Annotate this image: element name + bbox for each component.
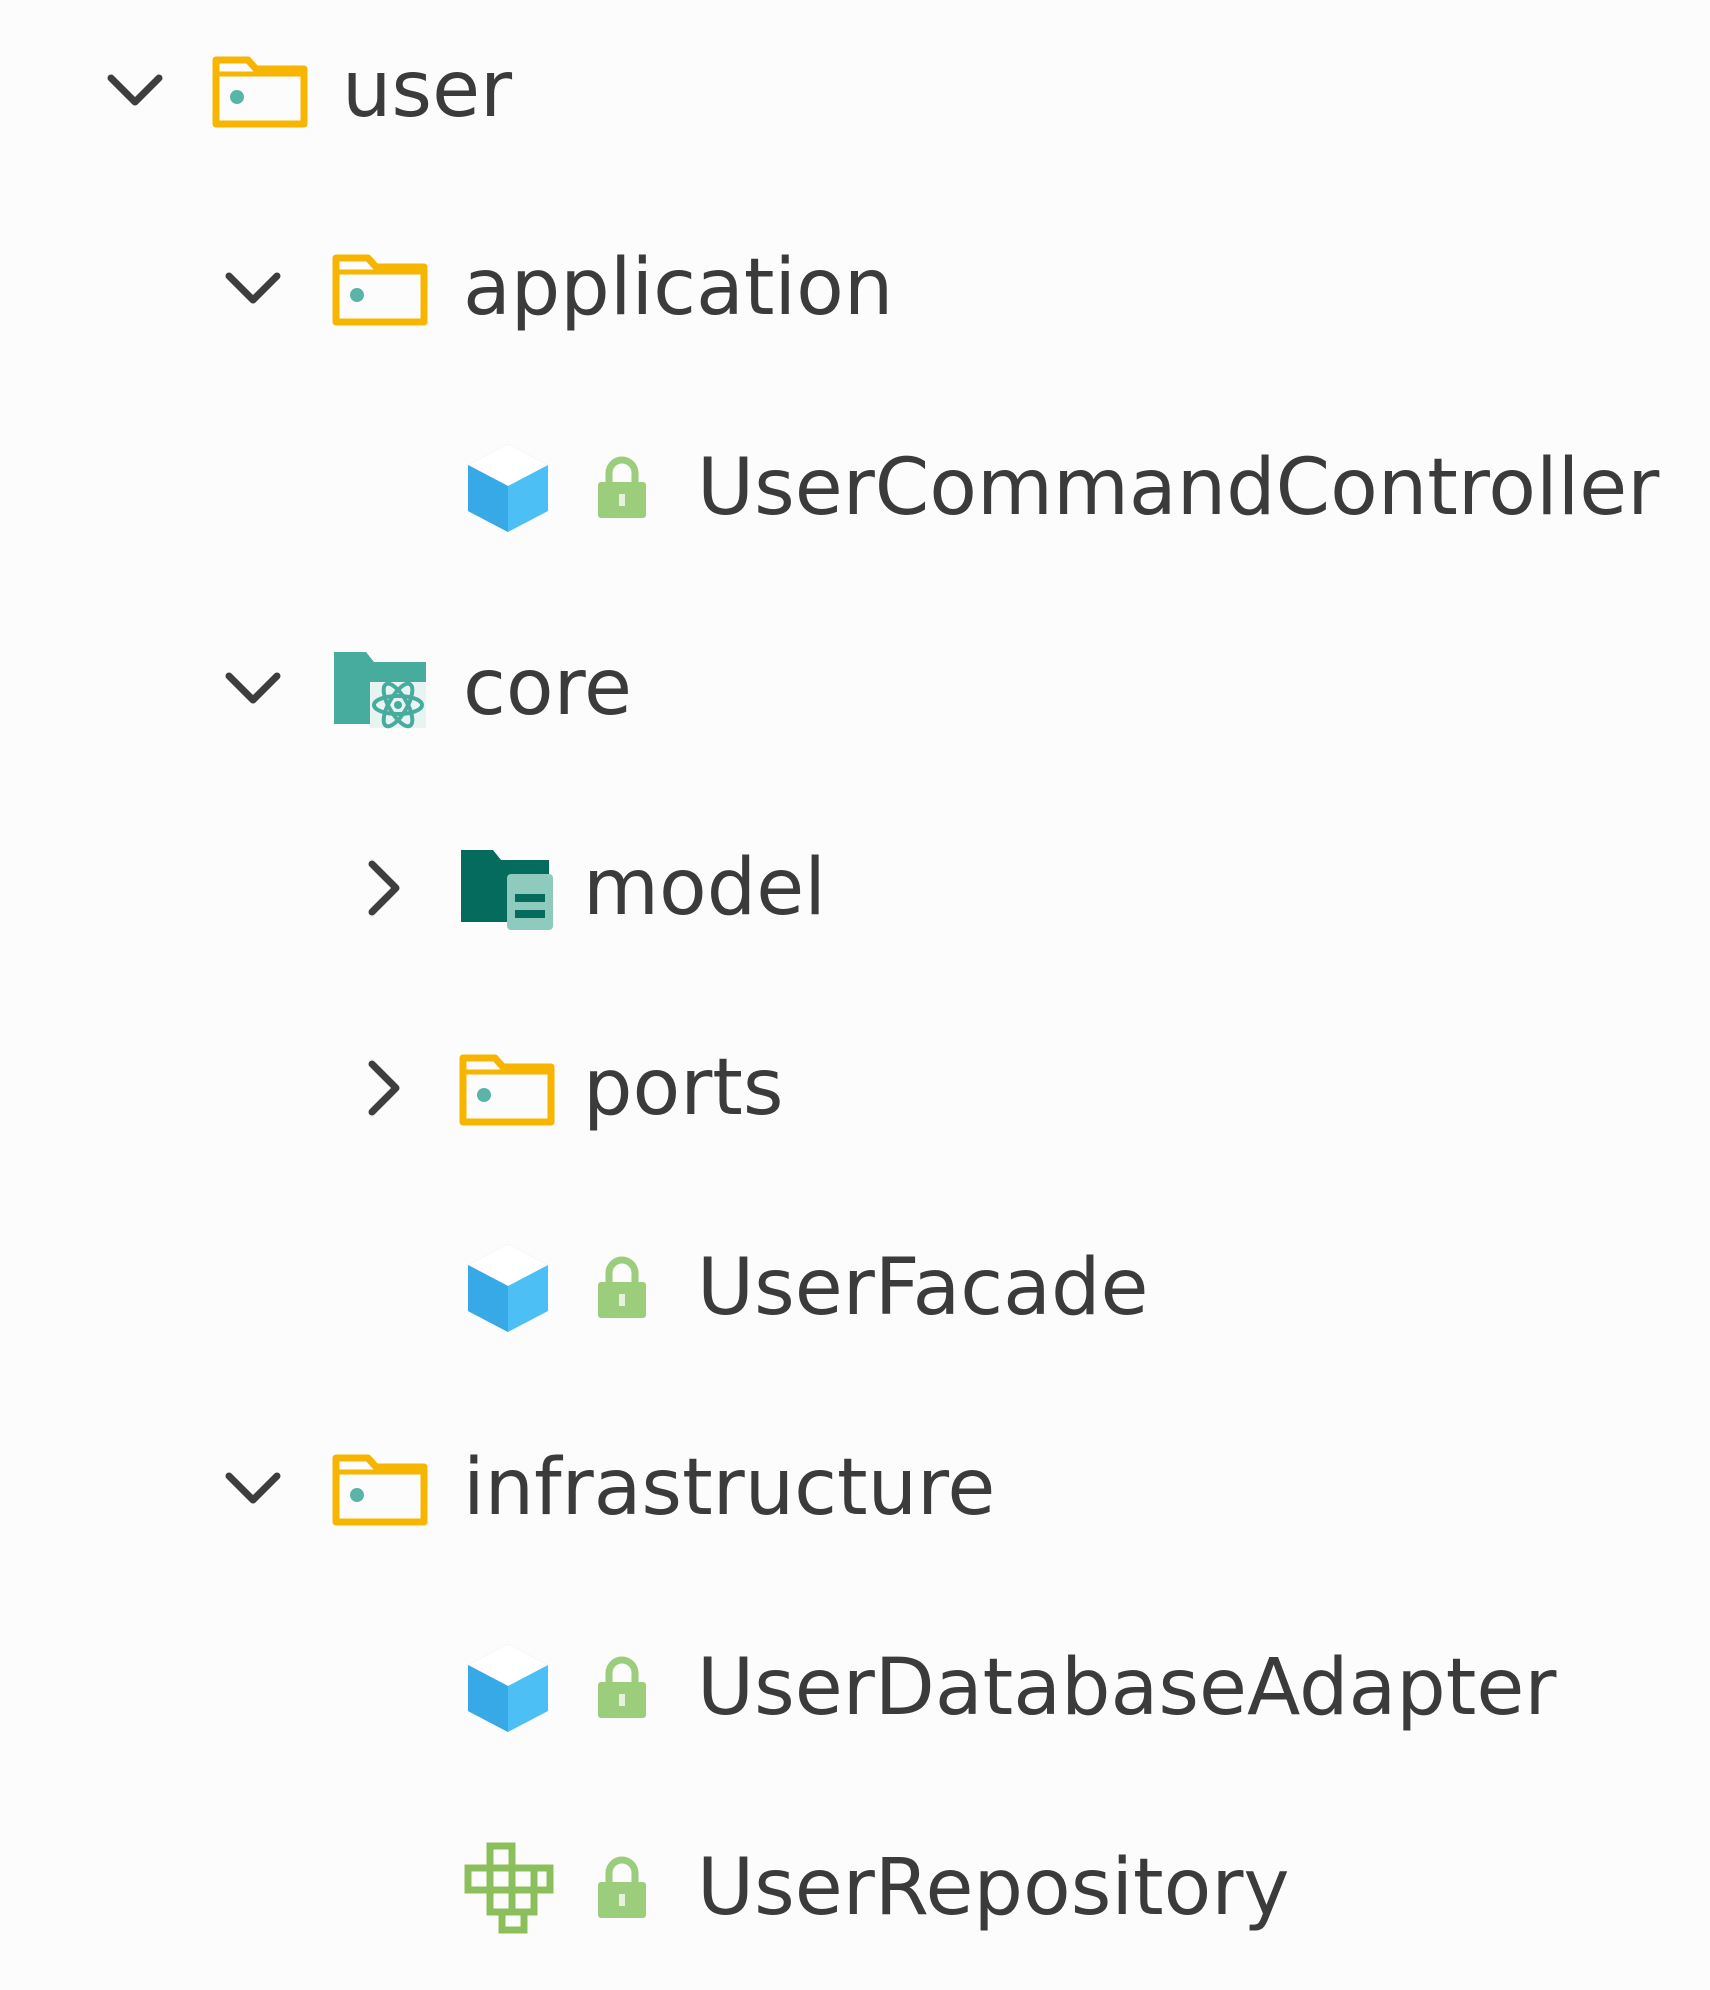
tree-node-label: UserDatabaseAdapter	[697, 1643, 1557, 1733]
model-folder-icon	[461, 850, 553, 930]
tree-node-user-command-controller[interactable]: UserCommandController	[0, 413, 1710, 563]
tree-node-user-repository[interactable]: UserRepository	[0, 1813, 1710, 1963]
atom-folder-icon	[334, 652, 426, 729]
tree-node-core[interactable]: core	[0, 613, 1710, 763]
class-icon	[468, 1244, 548, 1332]
tree-node-label: UserFacade	[697, 1243, 1149, 1333]
chevron-down-icon[interactable]	[223, 658, 283, 718]
tree-node-user[interactable]: user	[0, 15, 1710, 165]
tree-node-ports[interactable]: ports	[0, 1013, 1710, 1163]
chevron-right-icon[interactable]	[352, 1058, 412, 1118]
tree-node-label: user	[342, 45, 513, 135]
tree-node-label: core	[463, 643, 632, 733]
lock-icon	[598, 1656, 646, 1718]
tree-node-label: application	[463, 243, 894, 333]
folder-icon	[332, 1454, 428, 1526]
class-icon	[468, 1644, 548, 1732]
tree-node-application[interactable]: application	[0, 213, 1710, 363]
tree-node-label: model	[583, 843, 826, 933]
tree-node-label: UserCommandController	[697, 443, 1660, 533]
tree-node-infrastructure[interactable]: infrastructure	[0, 1413, 1710, 1563]
lock-icon	[598, 456, 646, 518]
folder-icon	[459, 1054, 555, 1126]
tree-node-label: UserRepository	[697, 1843, 1290, 1933]
chevron-right-icon[interactable]	[352, 858, 412, 918]
lock-icon	[598, 1856, 646, 1918]
tree-node-label: infrastructure	[463, 1443, 996, 1533]
tree-node-user-database-adapter[interactable]: UserDatabaseAdapter	[0, 1613, 1710, 1763]
chevron-down-icon[interactable]	[105, 60, 165, 120]
class-icon	[468, 444, 548, 532]
interface-icon	[464, 1842, 554, 1934]
lock-icon	[598, 1256, 646, 1318]
folder-icon	[212, 56, 308, 128]
chevron-down-icon[interactable]	[223, 258, 283, 318]
tree-node-model[interactable]: model	[0, 813, 1710, 963]
tree-node-user-facade[interactable]: UserFacade	[0, 1213, 1710, 1363]
tree-node-label: ports	[583, 1043, 784, 1133]
folder-icon	[332, 254, 428, 326]
chevron-down-icon[interactable]	[223, 1458, 283, 1518]
